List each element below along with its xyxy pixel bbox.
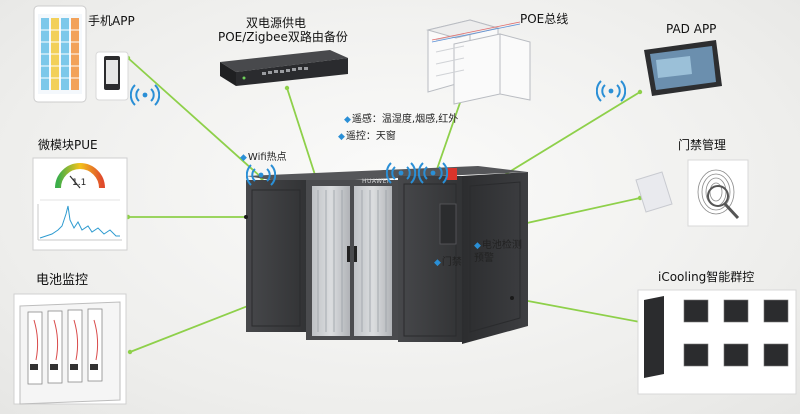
label-battery-monitor: 电池监控 (36, 273, 89, 288)
mobile-app-illustration (33, 5, 129, 103)
brand-logo: HUAWEI (362, 178, 390, 185)
pue-dashboard-illustration (32, 157, 128, 251)
access-control-illustration (635, 159, 749, 227)
label-power-title-2: POE/Zigbee双路由备份 (218, 30, 348, 44)
label-mobile-app: 手机APP (88, 14, 135, 28)
icooling-illustration (637, 289, 797, 395)
poe-bus-racks-illustration (426, 19, 531, 105)
note-battery-detect: ◆电池检测 (474, 240, 522, 251)
label-micro-pue: 微模块PUE (38, 138, 98, 152)
wifi-icon (596, 80, 626, 102)
pue-value: 1.1 (72, 178, 87, 188)
label-icooling: iCooling智能群控 (658, 270, 755, 284)
connector-battery (129, 301, 259, 353)
wifi-icon (246, 164, 276, 186)
pue-trend-line (39, 205, 120, 239)
wifi-icon (130, 84, 160, 106)
label-poe-bus: POE总线 (520, 12, 569, 26)
wifi-icon (418, 162, 448, 184)
label-pad-app: PAD APP (666, 22, 717, 36)
connector-icooling (511, 297, 641, 323)
note-alarm: 预警 (474, 253, 494, 264)
pad-app-illustration (644, 40, 722, 96)
dual-power-switch-illustration (220, 50, 348, 86)
micro-module-cabinet (244, 166, 528, 344)
connector-power (286, 87, 317, 179)
label-power-title-1: 双电源供电 (246, 16, 307, 30)
wifi-icon (386, 162, 416, 184)
note-wifi-hotspot: ◆Wifi热点 (240, 152, 287, 163)
connector-mobile-app (127, 57, 263, 179)
note-telemetry: ◆遥感：温湿度,烟感,红外 (344, 114, 459, 125)
note-remote-control: ◆遥控：天窗 (338, 131, 396, 142)
battery-monitor-illustration (13, 293, 127, 405)
connector-poe (435, 96, 463, 173)
label-access-mgmt: 门禁管理 (678, 138, 727, 152)
note-door-access: ◆门禁 (434, 257, 462, 268)
